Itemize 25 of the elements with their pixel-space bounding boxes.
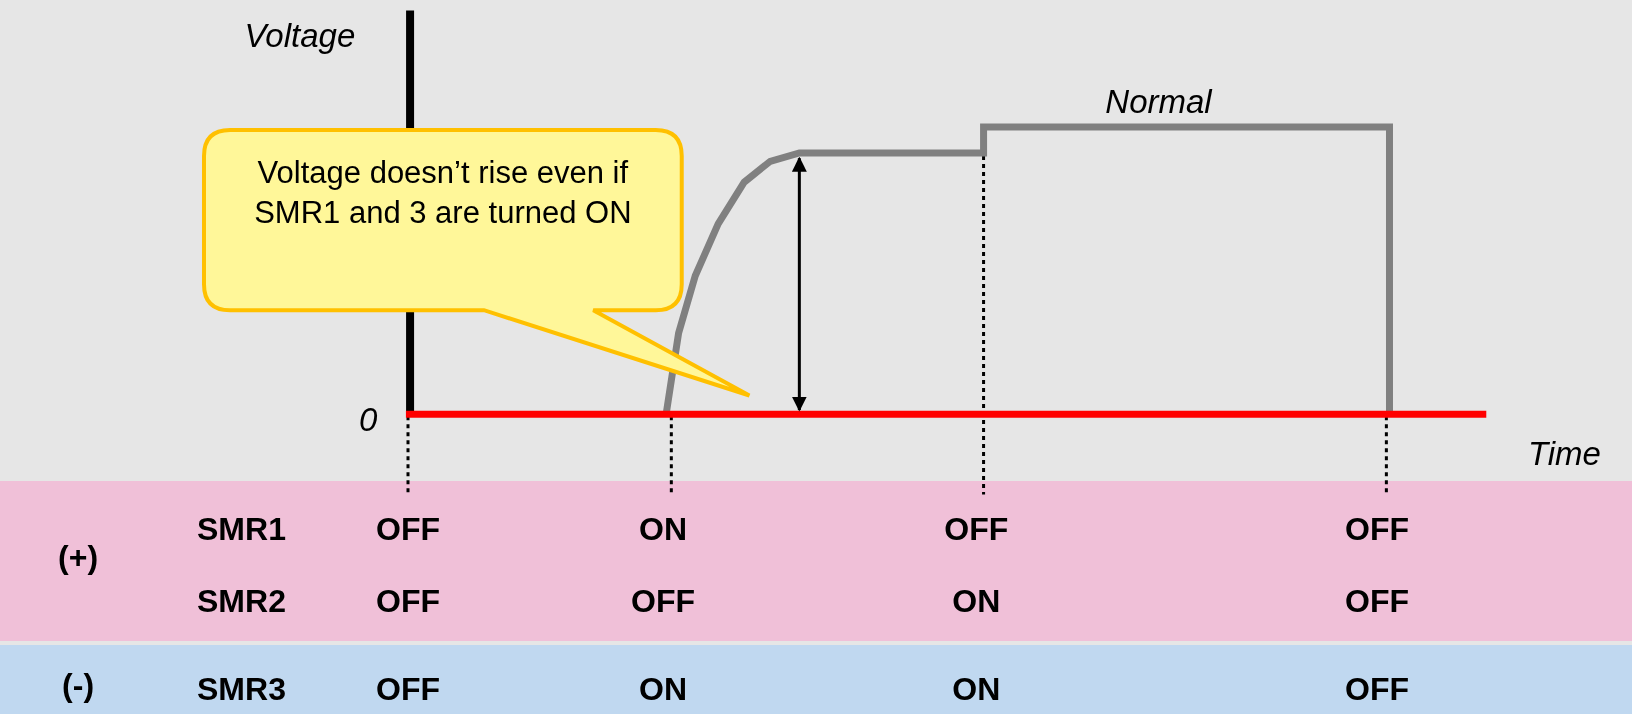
group-label: (-) <box>62 666 95 703</box>
relay-state: OFF <box>944 510 1009 547</box>
table-band <box>0 480 1632 642</box>
relay-state: OFF <box>376 510 440 547</box>
axis-tick-label: 0 <box>359 400 378 439</box>
relay-state: OFF <box>1345 671 1409 707</box>
group-label: (+) <box>58 538 99 575</box>
relay-state: OFF <box>1345 510 1409 547</box>
relay-name: SMR1 <box>197 510 286 547</box>
relay-state: OFF <box>376 671 440 707</box>
relay-state: ON <box>952 582 1001 619</box>
relay-state: OFF <box>376 582 440 619</box>
relay-state: OFF <box>1345 582 1409 619</box>
speech-bubble <box>202 128 752 398</box>
curve-label: Normal <box>1105 83 1212 122</box>
relay-name: SMR3 <box>197 671 286 707</box>
table-band <box>0 645 1632 714</box>
axis-title: Time <box>1527 435 1601 474</box>
relay-state: ON <box>639 510 687 547</box>
axis-title: Voltage <box>244 16 356 55</box>
relay-state: ON <box>639 671 687 707</box>
relay-state: OFF <box>631 582 695 619</box>
callout-text: Voltage doesn’t rise even if SMR1 and 3 are turned ON <box>253 154 633 232</box>
relay-name: SMR2 <box>197 582 286 619</box>
relay-state: ON <box>952 671 1001 707</box>
